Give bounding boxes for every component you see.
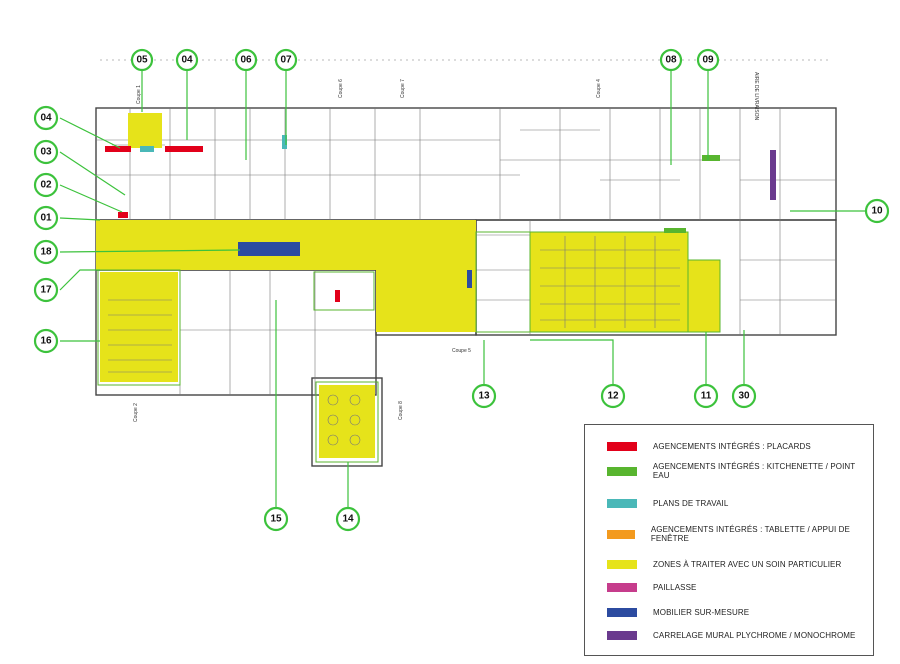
callout-17: 17 [33, 277, 59, 303]
callout-10: 10 [864, 198, 890, 224]
callout-11: 11 [693, 383, 719, 409]
callout-09: 09 [696, 48, 720, 72]
svg-text:16: 16 [40, 336, 52, 347]
legend-swatch [607, 607, 637, 617]
callout-15: 15 [263, 506, 289, 532]
section-coupe2: Coupe 2 [133, 403, 139, 422]
legend-item-paillasse: PAILLASSE [607, 580, 696, 594]
legend-item-kitchenette: AGENCEMENTS INTÉGRÉS : KITCHENETTE / POI… [607, 462, 873, 480]
svg-text:01: 01 [40, 213, 52, 224]
section-coupe8: Coupe 8 [398, 401, 404, 420]
legend-swatch [607, 441, 637, 451]
legend-label: AGENCEMENTS INTÉGRÉS : PLACARDS [653, 441, 811, 451]
svg-text:10: 10 [871, 206, 883, 217]
green-outlines [97, 231, 721, 463]
legend-label: ZONES À TRAITER AVEC UN SOIN PARTICULIER [653, 559, 842, 569]
svg-text:15: 15 [270, 514, 282, 525]
svg-text:05: 05 [136, 55, 148, 66]
svg-text:07: 07 [280, 55, 292, 66]
legend: AGENCEMENTS INTÉGRÉS : PLACARDS AGENCEME… [584, 424, 874, 656]
legend-label: PLANS DE TRAVAIL [653, 498, 729, 508]
callout-12: 12 [600, 383, 626, 409]
legend-swatch [607, 466, 637, 476]
svg-text:12: 12 [607, 391, 619, 402]
callout-02: 02 [33, 172, 59, 198]
callout-03: 03 [33, 139, 59, 165]
legend-swatch [607, 498, 637, 508]
callout-07: 07 [274, 48, 298, 72]
legend-item-mobilier: MOBILIER SUR-MESURE [607, 605, 749, 619]
callout-06: 06 [234, 48, 258, 72]
svg-text:30: 30 [738, 391, 750, 402]
legend-label: CARRELAGE MURAL PLYCHROME / MONOCHROME [653, 630, 856, 640]
section-coupe4: Coupe 4 [596, 79, 602, 98]
legend-swatch [607, 559, 637, 569]
svg-text:02: 02 [40, 180, 52, 191]
delivery-area-label: AIRE DE LIVRAISON [753, 72, 759, 120]
furniture-elements [105, 135, 776, 302]
legend-swatch [607, 529, 635, 539]
legend-item-plans-travail: PLANS DE TRAVAIL [607, 496, 728, 510]
legend-label: AGENCEMENTS INTÉGRÉS : TABLETTE / APPUI … [650, 525, 850, 543]
svg-text:08: 08 [665, 55, 677, 66]
zones-special-care [96, 113, 720, 458]
section-coupe1: Coupe 1 [136, 85, 142, 104]
callout-05: 05 [130, 48, 154, 72]
callout-14: 14 [335, 506, 361, 532]
callout-04-left: 04 [33, 105, 59, 131]
svg-text:09: 09 [702, 55, 714, 66]
callout-01: 01 [33, 205, 59, 231]
svg-text:13: 13 [478, 391, 490, 402]
legend-item-zones: ZONES À TRAITER AVEC UN SOIN PARTICULIER [607, 557, 841, 571]
svg-text:11: 11 [701, 391, 712, 402]
legend-label: PAILLASSE [653, 582, 697, 592]
seating-details [108, 236, 680, 446]
legend-item-placards: AGENCEMENTS INTÉGRÉS : PLACARDS [607, 439, 811, 453]
callout-08: 08 [659, 48, 683, 72]
callout-18: 18 [33, 239, 59, 265]
callout-16: 16 [33, 328, 59, 354]
svg-text:18: 18 [40, 247, 52, 258]
legend-item-carrelage: CARRELAGE MURAL PLYCHROME / MONOCHROME [607, 628, 856, 642]
section-coupe5: Coupe 5 [452, 348, 471, 354]
section-marks: Coupe 1 Coupe 6 Coupe 7 Coupe 4 Coupe 2 … [133, 72, 759, 422]
legend-swatch [607, 582, 637, 592]
callout-30: 30 [731, 383, 757, 409]
leader-lines [59, 70, 865, 508]
svg-text:14: 14 [342, 514, 354, 525]
svg-text:03: 03 [40, 147, 52, 158]
section-coupe6: Coupe 6 [338, 79, 344, 98]
svg-text:04: 04 [181, 55, 193, 66]
legend-label: MOBILIER SUR-MESURE [653, 607, 750, 617]
svg-text:17: 17 [40, 285, 52, 296]
section-coupe7: Coupe 7 [400, 79, 406, 98]
svg-text:04: 04 [40, 113, 52, 124]
svg-text:06: 06 [240, 55, 252, 66]
legend-label: AGENCEMENTS INTÉGRÉS : KITCHENETTE / POI… [652, 462, 856, 480]
legend-swatch [607, 630, 637, 640]
callout-13: 13 [471, 383, 497, 409]
callout-04-top: 04 [175, 48, 199, 72]
legend-item-tablette: AGENCEMENTS INTÉGRÉS : TABLETTE / APPUI … [607, 525, 873, 543]
